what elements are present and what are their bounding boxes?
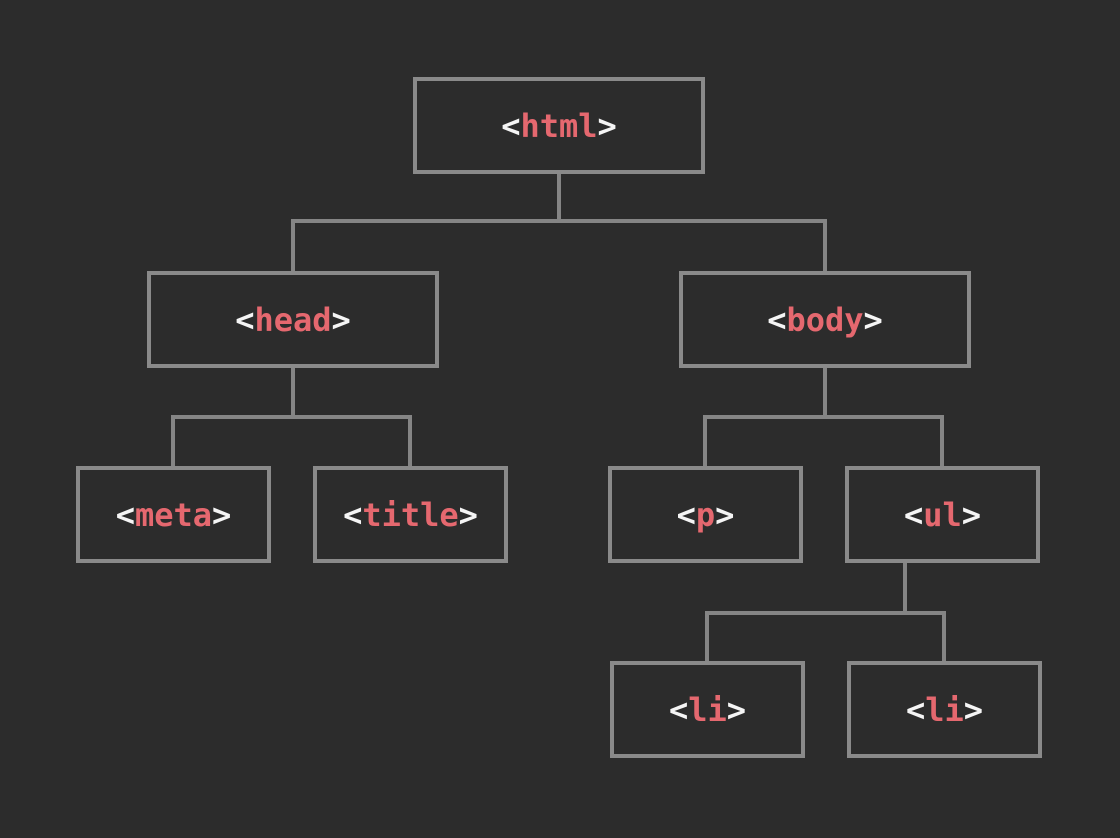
tag-name-p: p [695, 495, 716, 534]
connector-drop-p [703, 415, 707, 468]
tree-node-body: <body> [679, 271, 971, 368]
tag-name-ul: ul [923, 495, 962, 534]
connector-drop-head [291, 219, 295, 273]
connector-drop-ul [940, 415, 944, 468]
bracket-close-icon: > [863, 300, 883, 339]
tag-name-html: html [520, 106, 598, 145]
connector-drop-li-2 [942, 611, 946, 663]
bracket-open-icon: < [676, 495, 696, 534]
bracket-open-icon: < [668, 690, 689, 729]
bracket-open-icon: < [343, 495, 363, 534]
tag-name-li: li [925, 690, 964, 729]
connector-head-children-bar [171, 415, 412, 419]
tree-node-ul: <ul> [845, 466, 1040, 563]
bracket-open-icon: < [767, 300, 787, 339]
bracket-close-icon: > [715, 495, 735, 534]
bracket-close-icon: > [212, 495, 232, 534]
bracket-close-icon: > [597, 106, 617, 145]
connector-ul-stem [903, 563, 907, 615]
connector-html-stem [557, 174, 561, 223]
connector-head-stem [291, 368, 295, 419]
tag-name-meta: meta [134, 495, 213, 534]
connector-drop-li-1 [705, 611, 709, 663]
bracket-open-icon: < [235, 300, 255, 339]
tree-node-title: <title> [313, 466, 508, 563]
connector-drop-body [823, 219, 827, 273]
bracket-close-icon: > [331, 300, 351, 339]
bracket-open-icon: < [905, 690, 926, 729]
connector-drop-title [408, 415, 412, 468]
tree-node-li-2: <li> [847, 661, 1042, 758]
tree-node-li-1: <li> [610, 661, 805, 758]
tag-name-body: body [786, 300, 864, 339]
tag-name-title: title [362, 495, 459, 534]
connector-drop-meta [171, 415, 175, 468]
bracket-close-icon: > [726, 690, 747, 729]
tag-name-head: head [254, 300, 332, 339]
bracket-close-icon: > [458, 495, 478, 534]
bracket-open-icon: < [903, 495, 924, 534]
tree-node-meta: <meta> [76, 466, 271, 563]
tree-node-html: <html> [413, 77, 705, 174]
tag-name-li: li [688, 690, 727, 729]
connector-ul-children-bar [705, 611, 946, 615]
bracket-close-icon: > [963, 690, 984, 729]
tree-node-p: <p> [608, 466, 803, 563]
bracket-open-icon: < [501, 106, 521, 145]
bracket-open-icon: < [115, 495, 135, 534]
tree-node-head: <head> [147, 271, 439, 368]
connector-html-children-bar [291, 219, 827, 223]
connector-body-stem [823, 368, 827, 419]
connector-body-children-bar [703, 415, 944, 419]
bracket-close-icon: > [961, 495, 982, 534]
